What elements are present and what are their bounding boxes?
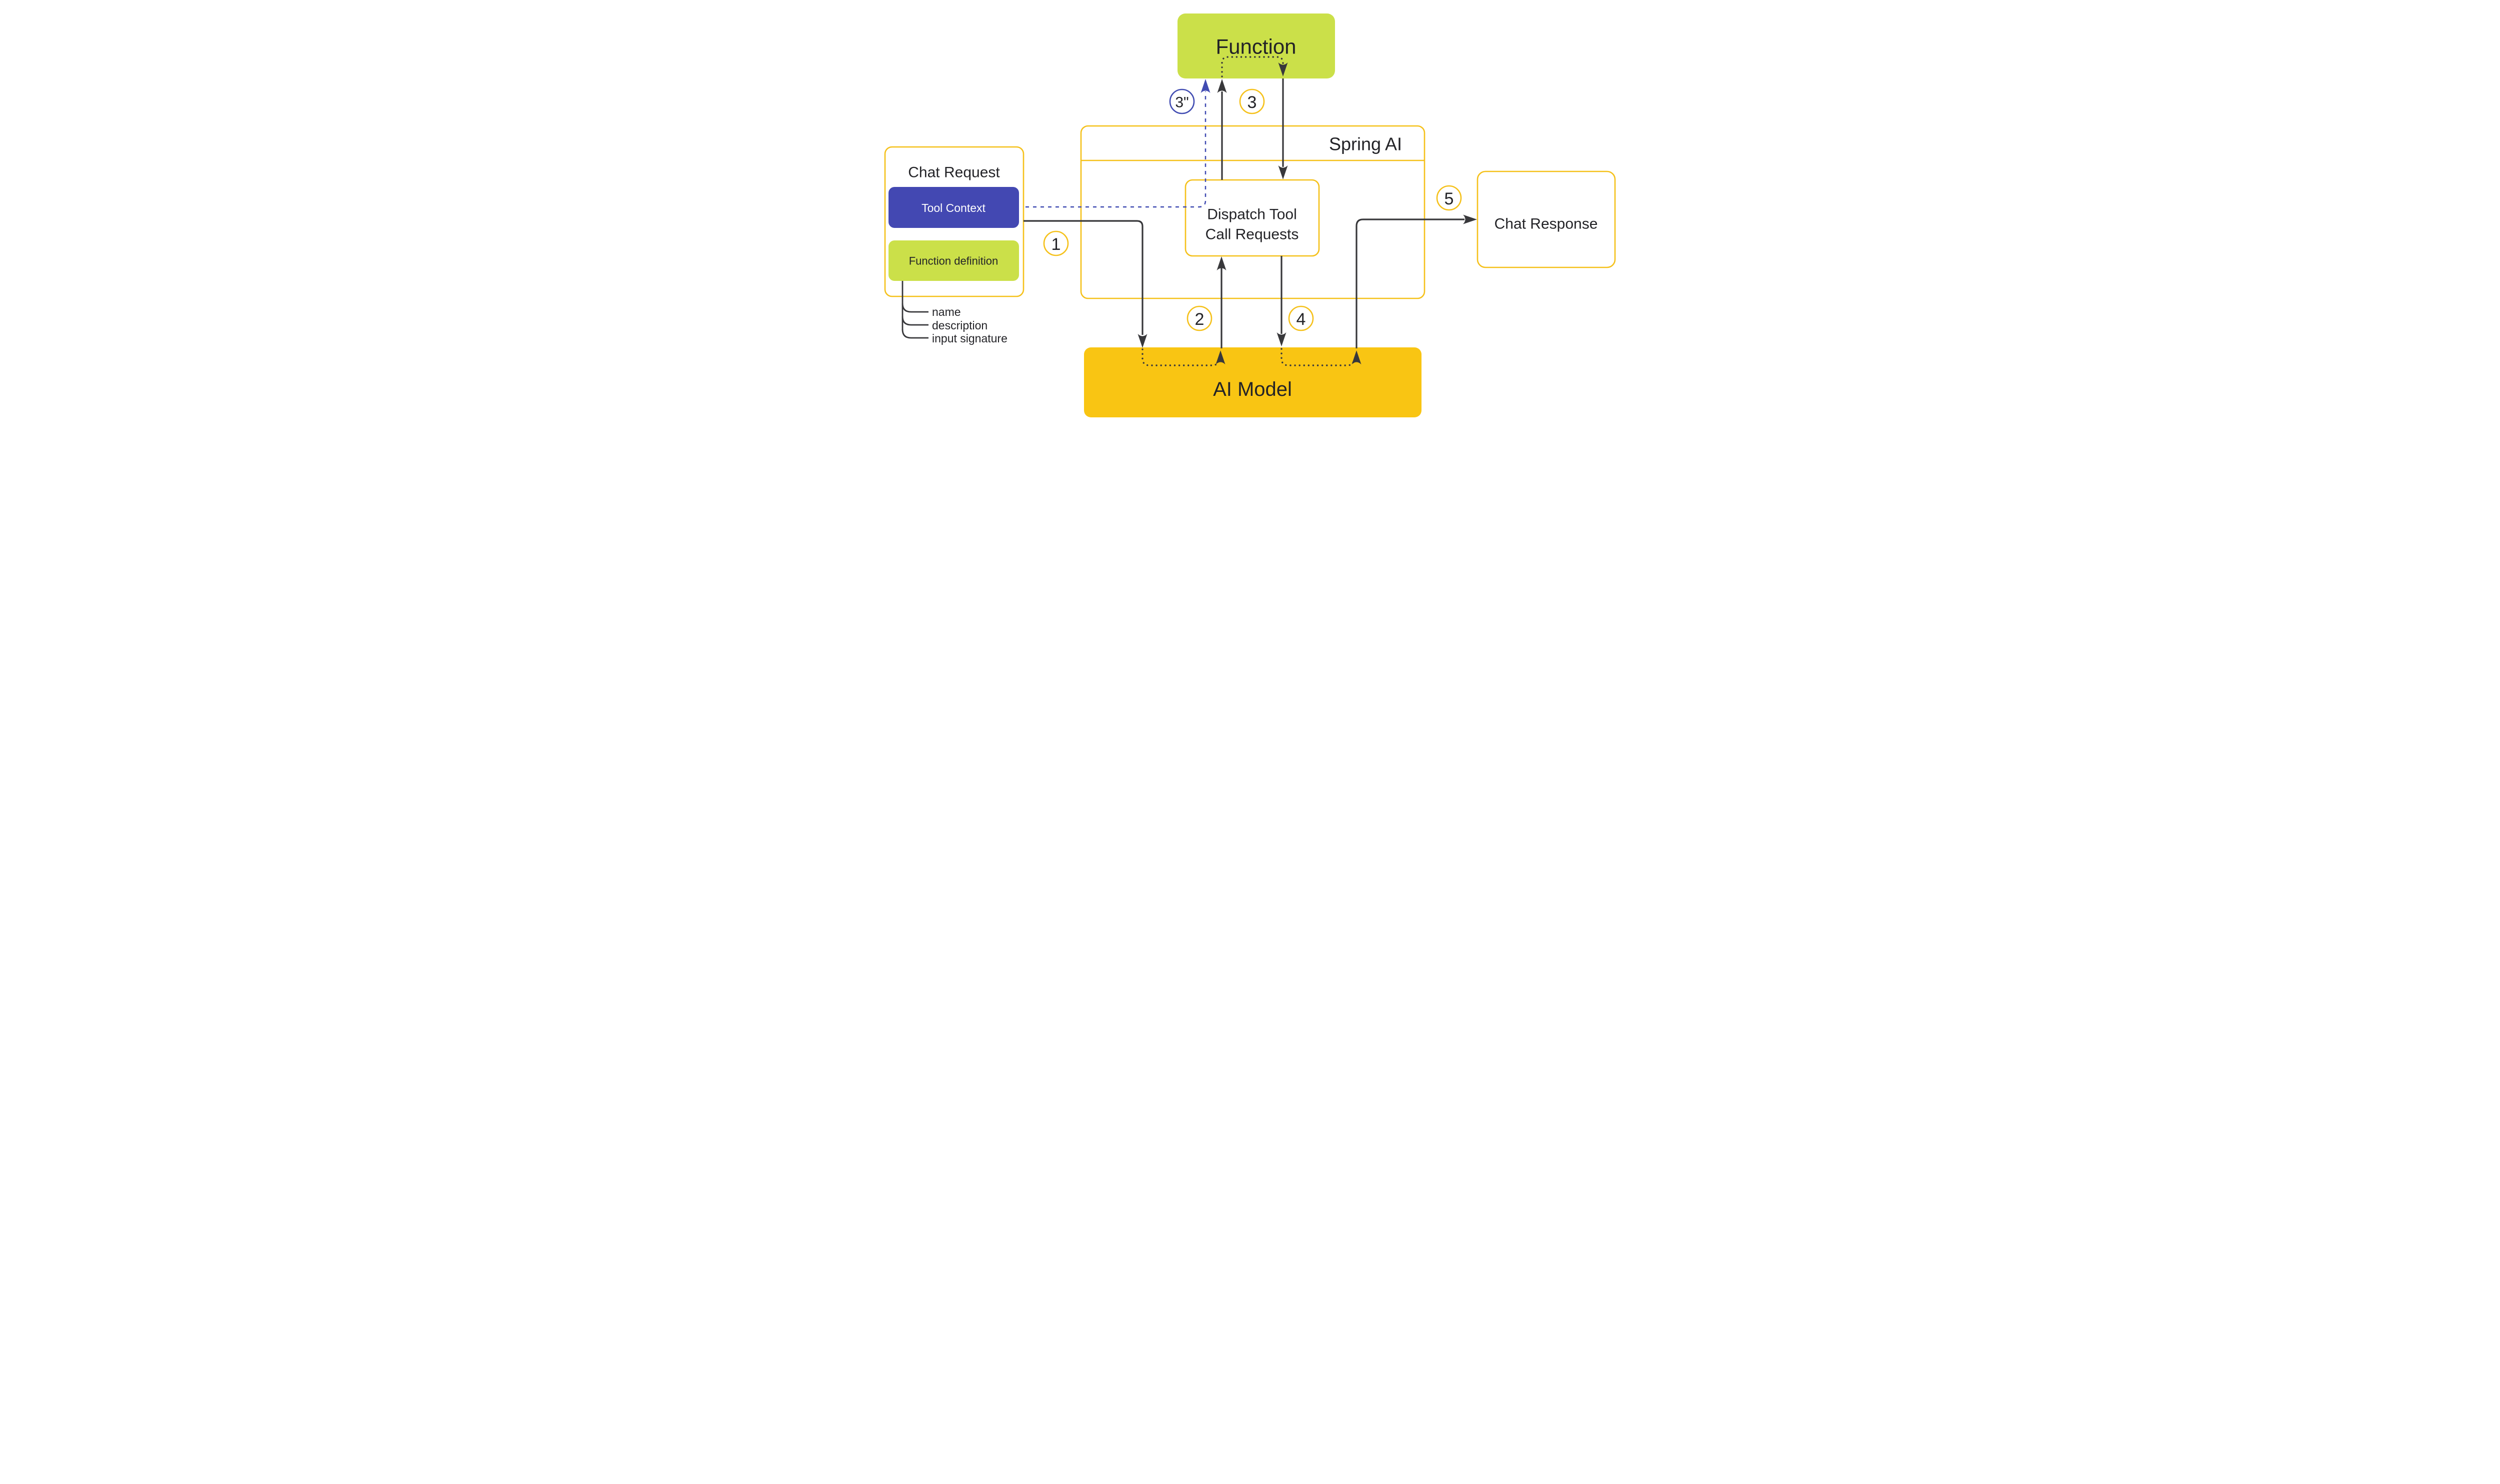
- annotation-label-name: name: [932, 305, 961, 318]
- connector-right-up-arrowhead-icon: [1352, 350, 1362, 364]
- annotation-branch-input-signature: [902, 329, 928, 339]
- step-badge-4-number: 4: [1296, 310, 1306, 329]
- spring-ai-function-calling-diagram: Spring AI Function Chat Request Tool Con…: [884, 13, 1616, 417]
- dispatch-tool-call-node: [1184, 179, 1320, 257]
- function-node: [1178, 13, 1335, 78]
- arrowhead-4-down-icon: [1276, 332, 1286, 346]
- ai-model-node: [1084, 347, 1422, 417]
- annotation-branch-description: [902, 316, 928, 326]
- dispatch-label-line1: Dispatch Tool: [1207, 206, 1297, 223]
- step-badge-2: [1186, 305, 1212, 331]
- arrowhead-5-right-icon: [1463, 214, 1477, 224]
- ai-model-label: AI Model: [1213, 378, 1292, 400]
- step-badge-3-number: 3: [1248, 93, 1257, 112]
- connector-left-up-arrowhead-icon: [1216, 350, 1226, 364]
- step-badge-3: [1239, 88, 1265, 114]
- tool-context-node: [888, 187, 1019, 228]
- chat-response-label: Chat Response: [1494, 216, 1598, 232]
- step-badge-5-number: 5: [1444, 189, 1454, 208]
- step-badge-3b-number: 3": [1175, 94, 1188, 111]
- arrowhead-return-down-icon: [1278, 165, 1288, 179]
- arrow-5-ai-model-to-chat-response: [1356, 218, 1464, 348]
- function-node-label: Function: [1216, 35, 1296, 58]
- arrowhead-3-up-icon: [1217, 79, 1227, 93]
- step-badge-1: [1043, 230, 1069, 256]
- chat-request-title: Chat Request: [908, 164, 1000, 181]
- function-definition-label: Function definition: [909, 255, 998, 267]
- spring-ai-container: [1080, 125, 1426, 299]
- arrowhead-1-down-icon: [1138, 334, 1148, 348]
- arrowhead-3b-up-icon: [1200, 79, 1210, 93]
- diagram-stage: Spring AI Function Chat Request Tool Con…: [865, 0, 1635, 424]
- spring-ai-label: Spring AI: [1329, 134, 1402, 154]
- tool-context-label: Tool Context: [922, 201, 986, 214]
- arrow-3b-tool-context-to-function-dashed: [1026, 91, 1206, 208]
- dispatch-label-line2: Call Requests: [1206, 226, 1299, 243]
- step-badge-4: [1288, 305, 1314, 331]
- step-badge-1-number: 1: [1052, 235, 1061, 254]
- chat-response-node: [1476, 170, 1616, 268]
- step-badge-5: [1436, 185, 1462, 211]
- step-badge-2-number: 2: [1195, 310, 1204, 329]
- function-definition-node: [888, 240, 1019, 281]
- annotation-branch-name: [902, 303, 928, 313]
- step-badge-3b: [1169, 88, 1195, 114]
- arrow-1-chat-request-to-ai-model: [1024, 220, 1144, 335]
- annotation-label-description: description: [932, 319, 988, 332]
- annotation-label-input-signature: input signature: [932, 332, 1008, 345]
- arrowhead-2-up-icon: [1216, 256, 1226, 270]
- function-connector-down-arrowhead-icon: [1278, 62, 1288, 76]
